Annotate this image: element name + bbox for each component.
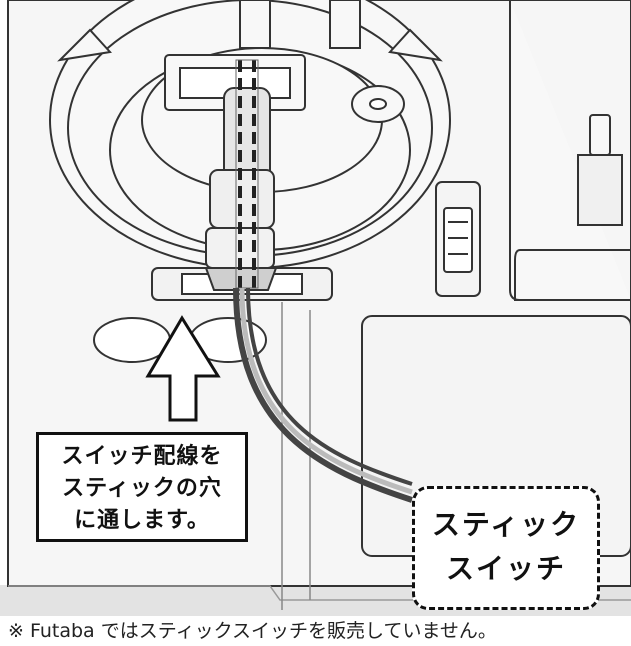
right-panel: [509, 0, 631, 301]
up-arrow-icon: [145, 315, 221, 422]
instruction-callout: スイッチ配線を スティックの穴 に通します。: [36, 432, 248, 542]
switch-label-line-1: スティック: [431, 508, 581, 541]
switch-wire-dark: [233, 287, 413, 503]
footnote: ※ Futaba ではスティックスイッチを販売していません。: [0, 616, 631, 646]
instruction-line-3: に通します。: [74, 508, 210, 533]
stick-switch-callout: スティック スイッチ: [412, 486, 600, 610]
switch-label-line-2: スイッチ: [445, 552, 566, 585]
instruction-line-1: スイッチ配線を: [61, 444, 223, 469]
switch-wire-light: [239, 287, 413, 495]
trim-switch: [435, 181, 481, 297]
switch-wire-dark-2: [246, 287, 413, 486]
instruction-line-2: スティックの穴: [62, 476, 222, 501]
